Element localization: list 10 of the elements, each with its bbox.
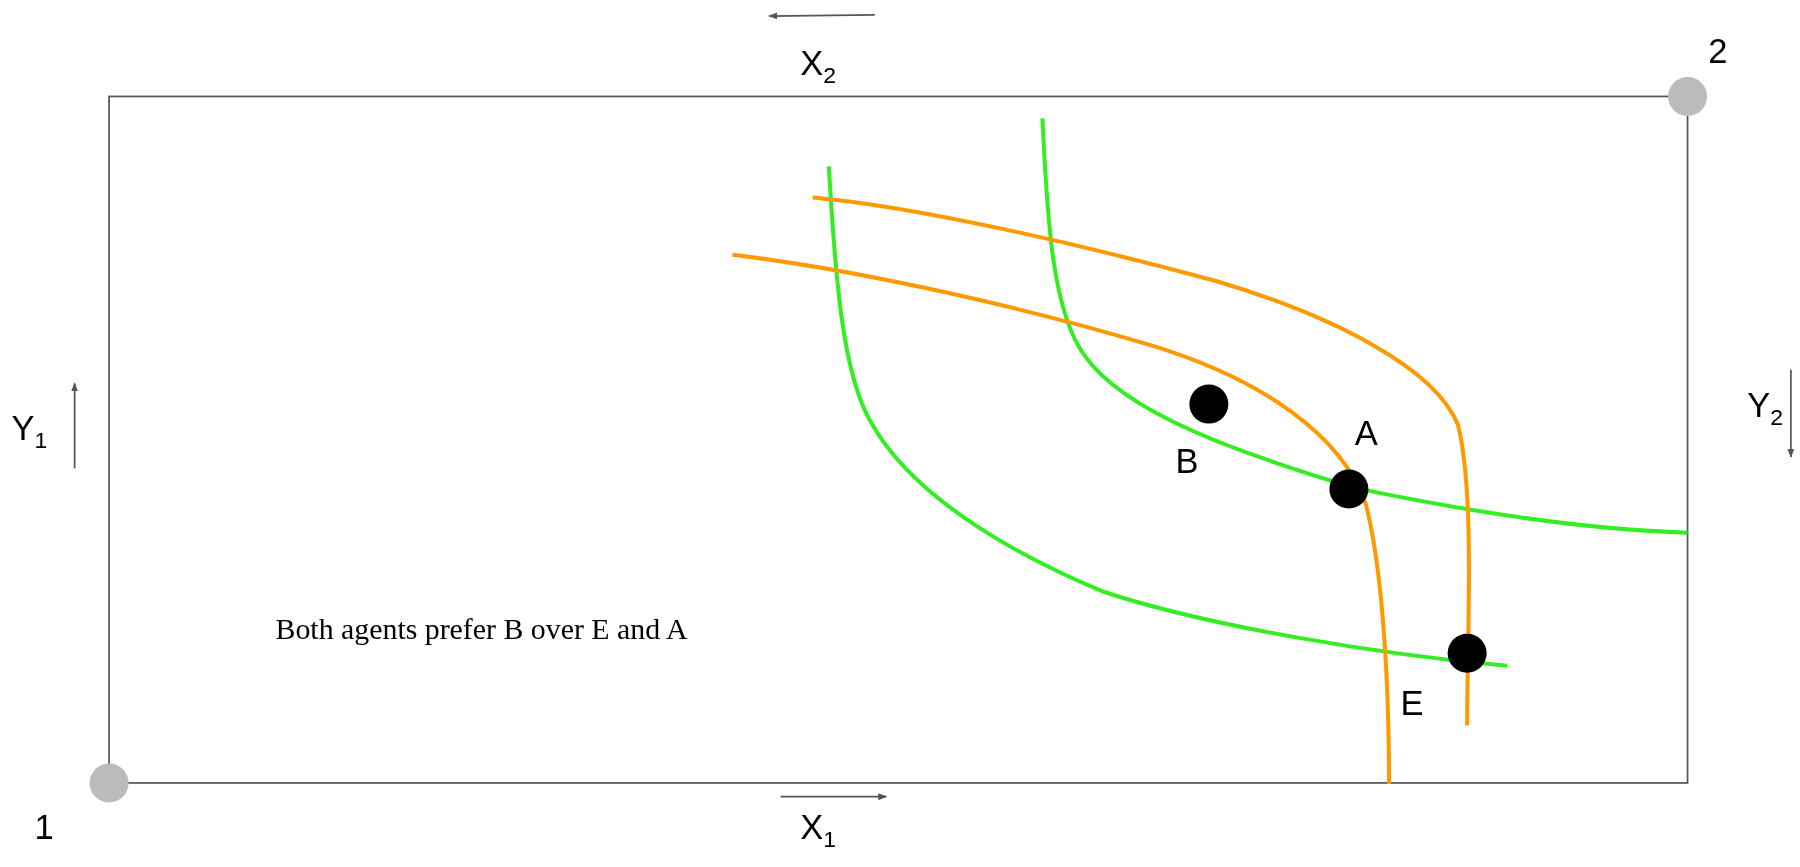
axis-label: X$_{1}$ (800, 810, 836, 851)
axis-label: X$_{2}$ (800, 45, 836, 87)
origin-label: 2 (1708, 34, 1728, 69)
axis-label: Y$_{2}$ (1747, 388, 1783, 429)
axis-label: Y$_{1}$ (11, 411, 48, 452)
annotation-text: Both agents prefer B over E and A (275, 615, 688, 646)
point-label: E (1400, 686, 1424, 721)
point-label: B (1175, 444, 1199, 479)
point-label: A (1354, 416, 1378, 452)
origin-label: 1 (34, 810, 54, 845)
